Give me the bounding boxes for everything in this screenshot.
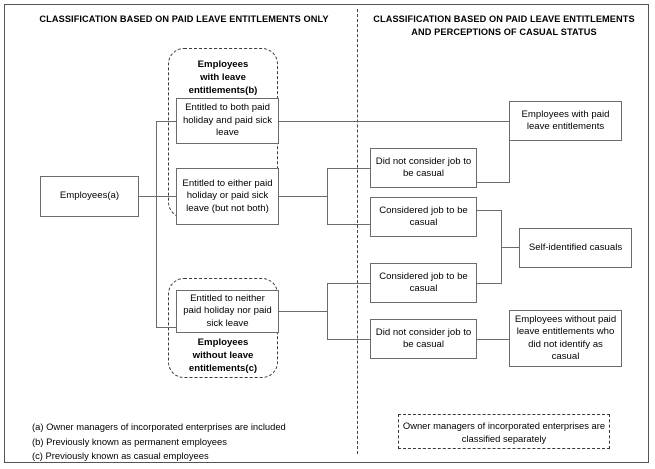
owner-managers-note-box: Owner managers of incorporated enterpris…: [398, 414, 610, 449]
node-did-not-consider-casual-upper-label: Did not consider job to be casual: [375, 155, 472, 179]
connector-mid2-out: [476, 210, 502, 211]
node-considered-casual-upper-label: Considered job to be casual: [379, 204, 468, 228]
node-did-not-consider-casual-lower[interactable]: Did not consider job to be casual: [370, 319, 477, 359]
node-employees-root[interactable]: Employees(a): [40, 176, 139, 217]
node-entitled-neither[interactable]: Entitled to neither paid holiday nor pai…: [176, 290, 279, 333]
node-did-not-consider-casual-upper[interactable]: Did not consider job to be casual: [370, 148, 477, 188]
footnotes: (a) Owner managers of incorporated enter…: [32, 420, 332, 464]
connector-root-to-both: [156, 121, 177, 122]
right-header-line-1: CLASSIFICATION BASED ON PAID LEAVE ENTIT…: [373, 14, 635, 24]
node-employees-root-label: Employees(a): [59, 190, 120, 202]
connector-either-to-mid2: [327, 224, 371, 225]
group-without-leave-label: Employees without leave entitlements(c): [168, 336, 278, 375]
connector-either-split-trunk: [327, 168, 328, 224]
group-with-leave-line-3: entitlements(b): [188, 85, 258, 96]
right-column-header: CLASSIFICATION BASED ON PAID LEAVE ENTIT…: [364, 13, 644, 39]
group-with-leave-label: Employees with leave entitlements(b): [168, 58, 278, 97]
connector-out1-merge-trunk: [509, 121, 510, 183]
node-entitled-both[interactable]: Entitled to both paid holiday and paid s…: [176, 98, 279, 144]
node-entitled-neither-label: Entitled to neither paid holiday nor pai…: [183, 292, 272, 329]
node-considered-casual-upper[interactable]: Considered job to be casual: [370, 197, 477, 237]
node-employees-without-paid-leave-label: Employees without paid leave entitlement…: [514, 313, 617, 362]
node-entitled-either[interactable]: Entitled to either paid holiday or paid …: [176, 168, 279, 225]
node-entitled-either-label: Entitled to either paid holiday or paid …: [182, 177, 273, 214]
node-entitled-both-label: Entitled to both paid holiday and paid s…: [182, 102, 273, 139]
footnote-b: (b) Previously known as permanent employ…: [32, 435, 227, 447]
connector-both-to-out1: [278, 121, 510, 122]
node-self-identified-casuals-label: Self-identified casuals: [528, 241, 623, 253]
connector-mid1-out: [476, 182, 510, 183]
owner-managers-note-label: Owner managers of incorporated enterpris…: [402, 419, 606, 444]
group-without-leave-line-3: entitlements(c): [188, 363, 258, 374]
connector-mid3-out: [476, 283, 502, 284]
connector-root-trunk: [156, 121, 157, 327]
node-employees-with-paid-leave-label: Employees with paid leave entitlements: [521, 108, 610, 132]
connector-neither-out: [278, 311, 328, 312]
connector-neither-split-trunk: [327, 283, 328, 339]
node-employees-without-paid-leave[interactable]: Employees without paid leave entitlement…: [509, 310, 622, 367]
diagram-frame: [4, 4, 649, 463]
node-considered-casual-lower[interactable]: Considered job to be casual: [370, 263, 477, 303]
footnote-a: (a) Owner managers of incorporated enter…: [32, 421, 286, 432]
left-column-header: CLASSIFICATION BASED ON PAID LEAVE ENTIT…: [39, 14, 329, 24]
connector-root-to-neither: [156, 327, 177, 328]
connector-root-out: [138, 196, 177, 197]
connector-neither-to-mid4: [327, 339, 371, 340]
footnote-c: (c) Previously known as casual employees: [32, 450, 209, 461]
connector-out2-in: [501, 247, 520, 248]
node-employees-with-paid-leave[interactable]: Employees with paid leave entitlements: [509, 101, 622, 141]
node-did-not-consider-casual-lower-label: Did not consider job to be casual: [375, 326, 472, 350]
node-self-identified-casuals[interactable]: Self-identified casuals: [519, 228, 632, 268]
node-considered-casual-lower-label: Considered job to be casual: [379, 270, 468, 294]
group-with-leave-line-1: Employees: [197, 59, 249, 70]
connector-mid4-to-out3: [476, 339, 510, 340]
group-with-leave-line-2: with leave: [200, 72, 246, 83]
connector-neither-to-mid3: [327, 283, 371, 284]
right-header-line-2: AND PERCEPTIONS OF CASUAL STATUS: [411, 27, 597, 37]
group-without-leave-line-1: Employees: [197, 337, 249, 348]
group-without-leave-line-2: without leave: [192, 350, 254, 361]
connector-either-to-mid1: [327, 168, 371, 169]
connector-either-out: [278, 196, 328, 197]
column-divider: [357, 9, 358, 454]
